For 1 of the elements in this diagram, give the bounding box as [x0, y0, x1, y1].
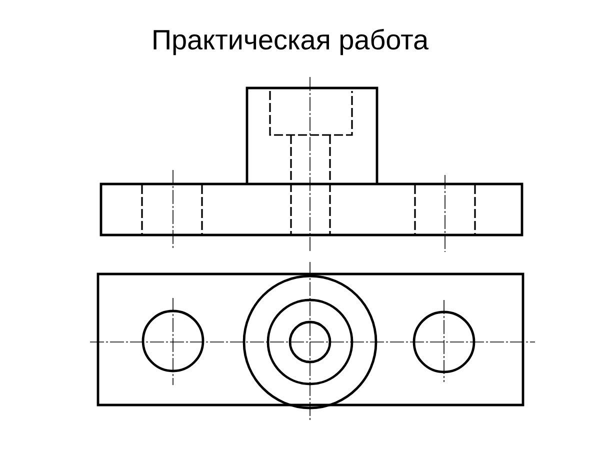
title: Практическая работа: [154, 28, 429, 56]
